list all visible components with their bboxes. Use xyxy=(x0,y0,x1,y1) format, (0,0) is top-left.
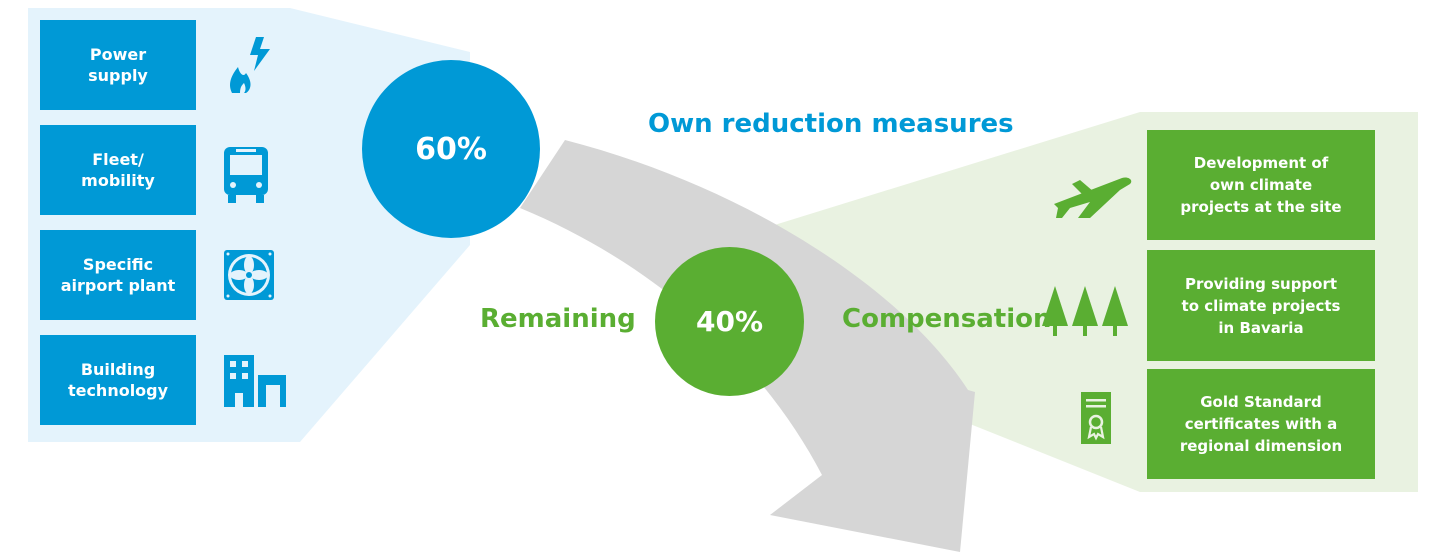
remaining-percent: 40% xyxy=(695,305,764,338)
compensation-item-own-projects: Development of own climate projects at t… xyxy=(1147,130,1375,240)
reduction-item-power-supply: Power supply xyxy=(40,20,196,110)
compensation-item-bavaria-support: Providing support to climate projects in… xyxy=(1147,250,1375,361)
reduction-item-label: Building technology xyxy=(67,360,169,400)
reduction-item-label: Power supply xyxy=(88,45,148,85)
remaining-label: Remaining xyxy=(480,304,636,334)
reduction-percent-circle: 60% xyxy=(362,60,540,238)
reduction-panel xyxy=(28,8,470,442)
flame-bolt-icon xyxy=(230,37,270,93)
reduction-item-building: Building technology xyxy=(40,335,196,425)
compensation-item-label: Providing support to climate projects in… xyxy=(1181,274,1341,337)
certificate-icon xyxy=(1081,392,1111,444)
compensation-label: Compensation xyxy=(842,304,1052,334)
compensation-item-gold-standard: Gold Standard certificates with a region… xyxy=(1147,369,1375,479)
building-icon xyxy=(224,355,286,407)
airplane-icon xyxy=(1054,177,1132,218)
bus-icon xyxy=(224,147,268,203)
reduction-percent: 60% xyxy=(415,131,487,167)
reduction-item-label: Fleet/ mobility xyxy=(81,150,155,190)
reduction-item-airport-plant: Specific airport plant xyxy=(40,230,196,320)
fan-icon xyxy=(224,250,274,300)
reduction-heading: Own reduction measures xyxy=(648,109,1014,139)
remaining-percent-circle: 40% xyxy=(655,247,804,396)
reduction-item-fleet: Fleet/ mobility xyxy=(40,125,196,215)
trees-icon xyxy=(1042,286,1128,336)
compensation-item-label: Development of own climate projects at t… xyxy=(1180,154,1342,216)
compensation-item-label: Gold Standard certificates with a region… xyxy=(1179,393,1343,455)
reduction-item-label: Specific airport plant xyxy=(60,255,176,295)
